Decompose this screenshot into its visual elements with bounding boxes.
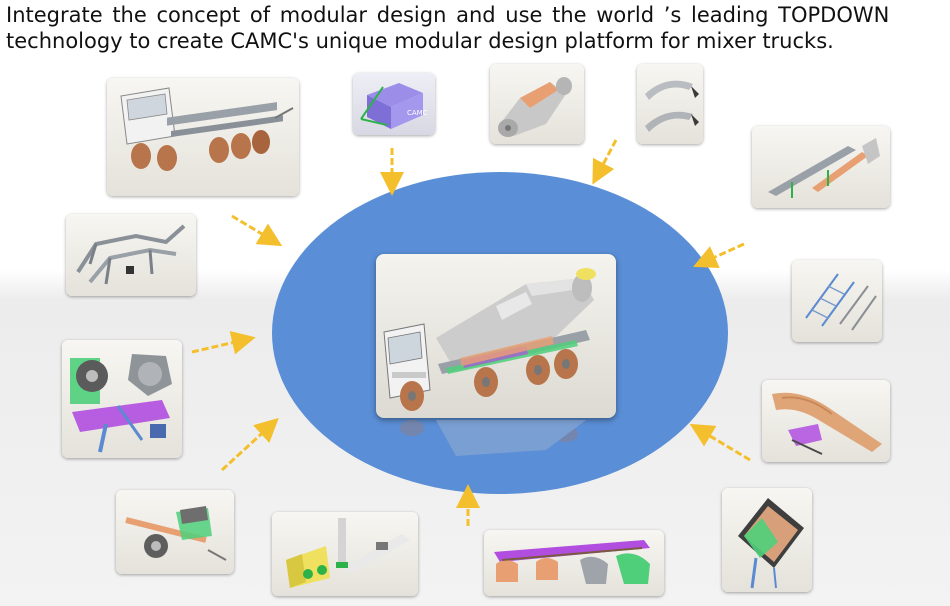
module-drum-blades bbox=[637, 64, 703, 144]
module-water-tank bbox=[272, 512, 418, 596]
arrow-subframe bbox=[693, 242, 745, 269]
module-front-frame bbox=[66, 214, 196, 296]
module-feed-hopper bbox=[722, 488, 812, 592]
mixer-truck-icon bbox=[383, 268, 596, 411]
arrow-feed-chute bbox=[689, 423, 751, 462]
logo-box-text: CAMC bbox=[407, 109, 428, 117]
water-tank-icon bbox=[286, 518, 410, 588]
arrow-hydraulic-drive bbox=[191, 331, 256, 355]
module-hydraulic-drive bbox=[62, 340, 182, 458]
mixer-drum-icon bbox=[498, 77, 572, 137]
center-reflection bbox=[376, 420, 616, 464]
center-mixer-truck bbox=[376, 254, 616, 418]
headline: Integrate the concept of modular design … bbox=[6, 2, 950, 54]
module-fenders bbox=[484, 530, 664, 596]
truck-chassis-icon bbox=[120, 87, 294, 171]
module-truck-chassis bbox=[107, 78, 299, 196]
arrow-truck-chassis bbox=[231, 214, 283, 247]
module-drive-shaft bbox=[116, 490, 234, 574]
module-feed-chute bbox=[762, 380, 890, 462]
module-mixer-drum bbox=[490, 64, 584, 144]
drum-blades-icon bbox=[645, 80, 699, 132]
feed-chute-icon bbox=[772, 392, 882, 455]
feed-hopper-icon bbox=[738, 498, 804, 589]
front-frame-icon bbox=[76, 224, 186, 285]
module-topdown-logo: CAMC bbox=[353, 73, 435, 135]
arrow-drive-shaft bbox=[220, 417, 279, 472]
module-subframe bbox=[752, 126, 890, 208]
fenders-icon bbox=[494, 540, 650, 584]
ladder-rails-icon bbox=[805, 273, 877, 331]
headline-line-1: Integrate the concept of modular design … bbox=[6, 3, 890, 27]
drive-shaft-icon bbox=[125, 506, 227, 561]
module-ladder-rails bbox=[792, 260, 882, 342]
headline-line-2: technology to create CAMC's unique modul… bbox=[6, 29, 834, 53]
camc-logo-box-icon: CAMC bbox=[360, 83, 428, 129]
hydraulic-drive-icon bbox=[70, 354, 172, 453]
arrow-mixer-drum bbox=[592, 139, 618, 185]
subframe-icon bbox=[768, 138, 880, 198]
